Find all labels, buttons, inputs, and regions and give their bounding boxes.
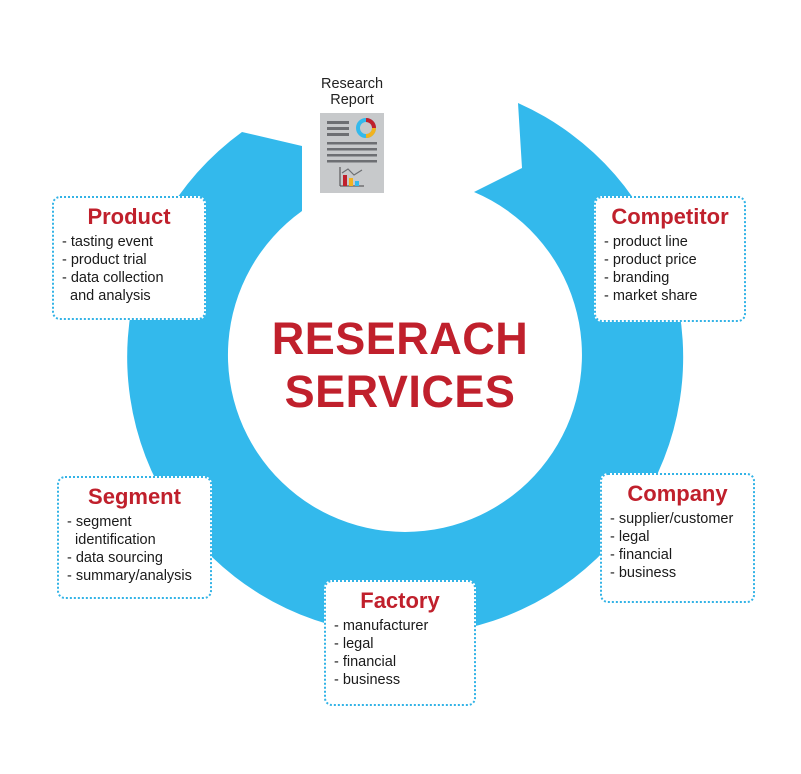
card-company-title: Company [627,481,728,506]
card-product-title: Product [87,204,171,229]
research-report: Research Report [300,76,404,193]
report-label-line1: Research [320,76,384,92]
card-competitor-item: - market share [604,288,698,304]
center-title-line1: RESERACH [271,313,529,364]
card-company-item: - supplier/customer [610,511,734,527]
card-company-item: - financial [610,547,673,563]
card-product-item: and analysis [62,288,151,304]
card-company-list: - supplier/customer - legal - financial … [602,510,753,582]
card-product-list: - tasting event - product trial - data c… [54,233,204,305]
card-competitor-title: Competitor [611,204,729,229]
card-product-item: - tasting event [62,234,154,250]
card-company-item: - legal [610,529,650,545]
card-product-item: - product trial [62,252,147,268]
card-competitor: Competitor - product line - product pric… [594,196,746,322]
card-product-item: - data collection [62,270,164,286]
card-company: Company - supplier/customer - legal - fi… [600,473,755,603]
card-factory: Factory - manufacturer - legal - financi… [324,580,476,706]
card-segment-item: - segment [67,514,132,530]
card-factory-item: - business [334,672,401,688]
card-factory-item: - financial [334,654,397,670]
center-title: RESERACH SERVICES [250,312,550,418]
card-factory-list: - manufacturer - legal - financial - bus… [326,617,474,689]
card-competitor-list: - product line - product price - brandin… [596,233,744,305]
card-product: Product - tasting event - product trial … [52,196,206,320]
card-segment-list: - segment identification - data sourcing… [59,513,210,585]
report-document-icon [320,113,384,193]
cycle-arrow-shape [127,103,684,636]
card-factory-item: - manufacturer [334,618,429,634]
card-competitor-item: - branding [604,270,670,286]
card-segment-item: - data sourcing [67,550,163,566]
card-competitor-item: - product line [604,234,688,250]
report-label-line2: Report [330,92,374,108]
research-report-label: Research Report [300,76,404,108]
card-factory-title: Factory [360,588,440,613]
card-factory-item: - legal [334,636,374,652]
card-competitor-item: - product price [604,252,697,268]
card-segment-item: - summary/analysis [67,568,192,584]
card-segment: Segment - segment identification - data … [57,476,212,599]
card-segment-title: Segment [88,484,181,509]
center-title-line2: SERVICES [284,366,516,417]
card-segment-item: identification [67,532,156,548]
card-company-item: - business [610,565,677,581]
